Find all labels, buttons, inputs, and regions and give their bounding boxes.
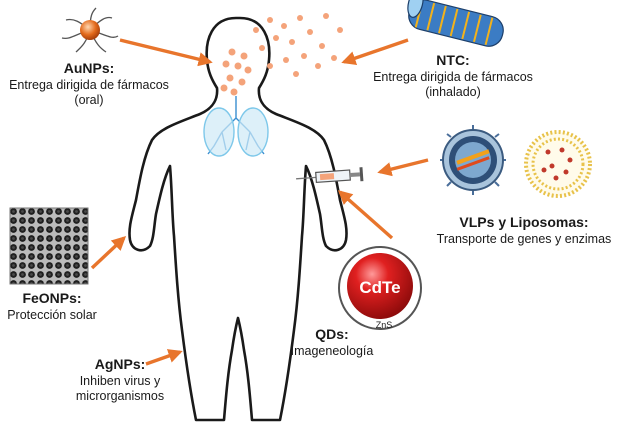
qd-shell-label: ZnS bbox=[376, 320, 393, 330]
aunps-title: AuNPs: bbox=[63, 60, 115, 76]
feonps-desc-1: Protección solar bbox=[7, 307, 97, 322]
aunps-desc-1: Entrega dirigida de fármacos bbox=[9, 77, 169, 92]
virus-like-particle-icon bbox=[440, 125, 506, 195]
gold-nanoparticle-icon bbox=[61, 7, 119, 53]
lungs-illustration bbox=[203, 96, 269, 157]
syringe-icon bbox=[296, 167, 364, 184]
qd-core-label: CdTe bbox=[359, 278, 400, 297]
arrows bbox=[90, 38, 429, 366]
agnps-desc-1: Inhiben virus y bbox=[79, 373, 161, 388]
arrow-vlps bbox=[377, 158, 429, 177]
vlps-desc-1: Transporte de genes y enzimas bbox=[436, 231, 612, 246]
qds-title: QDs: bbox=[315, 326, 349, 342]
arrow-qds bbox=[337, 190, 394, 240]
arrow-agnps bbox=[145, 349, 183, 366]
ntc-desc-2: (inhalado) bbox=[425, 85, 481, 100]
quantum-dot-illustration: CdTe ZnS bbox=[338, 246, 422, 330]
human-body-outline bbox=[128, 16, 348, 422]
liposome-icon bbox=[524, 130, 592, 198]
inhaled-particles bbox=[220, 13, 343, 96]
arrow-feonps bbox=[90, 236, 127, 270]
arrow-aunps bbox=[119, 38, 213, 67]
carbon-nanotube-icon bbox=[407, 0, 504, 47]
ntc-desc-1: Entrega dirigida de fármacos bbox=[373, 69, 533, 84]
agnps-desc-2: microrganismos bbox=[75, 389, 165, 404]
feonps-title: FeONPs: bbox=[22, 290, 82, 306]
agnps-label: AgNPs: Inhiben virus y microrganismos bbox=[62, 356, 178, 405]
feonps-label: FeONPs: Protección solar bbox=[0, 290, 104, 323]
aunps-label: AuNPs: Entrega dirigida de fármacos (ora… bbox=[0, 60, 178, 109]
iron-oxide-nanoparticles-micrograph bbox=[9, 207, 89, 285]
vlps-label: VLPs y Liposomas: Transporte de genes y … bbox=[428, 214, 620, 247]
ntc-title: NTC: bbox=[436, 52, 470, 68]
arrow-ntc bbox=[341, 38, 409, 66]
ntc-label: NTC: Entrega dirigida de fármacos (inhal… bbox=[364, 52, 542, 101]
agnps-title: AgNPs: bbox=[94, 356, 146, 372]
vlps-title: VLPs y Liposomas: bbox=[459, 214, 589, 230]
qds-label: QDs: Imageneología bbox=[282, 326, 382, 359]
qds-desc-1: Imageneología bbox=[290, 343, 374, 358]
aunps-desc-2: (oral) bbox=[74, 93, 104, 108]
